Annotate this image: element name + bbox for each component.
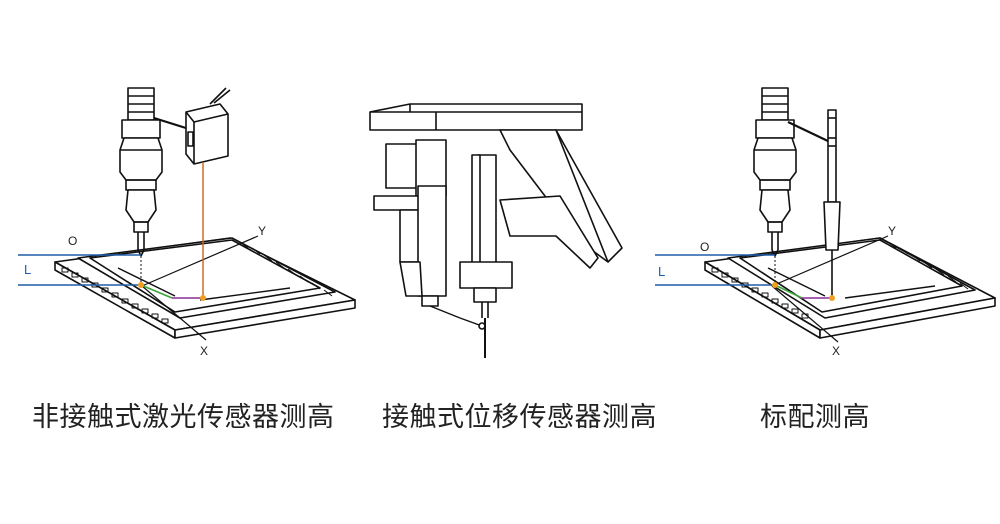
laser-point: [200, 295, 206, 301]
motor-block: [385, 143, 421, 189]
label-l: L: [24, 262, 32, 277]
label-x: X: [832, 344, 841, 358]
measure-point: [772, 282, 778, 288]
gauge-point: [829, 295, 835, 301]
work-plate: [77, 237, 336, 319]
label-x: X: [200, 344, 209, 358]
label-o: O: [700, 240, 710, 254]
panel-laser: O L Y X 非接触式激光传感器测高: [0, 0, 356, 524]
caption-standard: 标配测高: [760, 402, 870, 433]
label-l: L: [658, 264, 666, 279]
panel-contact: 接触式位移传感器测高: [360, 0, 660, 524]
laser-sensor: [185, 103, 229, 165]
height-gauge: [827, 109, 837, 203]
measure-point: [138, 282, 144, 288]
caption-laser: 非接触式激光传感器测高: [32, 402, 335, 433]
caption-contact: 接触式位移传感器测高: [382, 402, 657, 433]
top-plate: [369, 103, 583, 131]
label-o: O: [68, 234, 78, 248]
label-y: Y: [888, 224, 897, 238]
support-arm: [499, 129, 623, 263]
laser-diagram: [18, 87, 356, 341]
contact-diagram: [369, 103, 623, 358]
standard-diagram: [655, 87, 996, 343]
panel-standard: O L Y X 标配测高: [650, 0, 1000, 524]
label-y: Y: [258, 224, 267, 238]
